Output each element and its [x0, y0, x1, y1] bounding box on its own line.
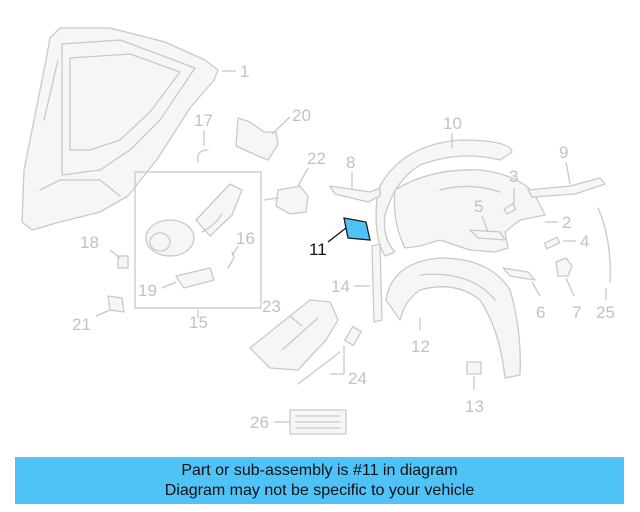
part-10-wheel-arch-trim [375, 139, 513, 257]
callout-22: 22 [307, 149, 326, 168]
part-23-panel [249, 299, 339, 371]
callout-3: 3 [509, 167, 518, 186]
part-15-fuel-door-box [134, 171, 262, 309]
callout-4: 4 [580, 232, 589, 251]
part-5-bracket [469, 229, 506, 241]
callout-6: 6 [536, 303, 545, 322]
callout-13: 13 [465, 397, 484, 416]
part-22-actuator [263, 185, 309, 215]
callout-11: 11 [309, 240, 327, 259]
part-2-fender [393, 169, 546, 253]
callout-21: 21 [72, 315, 91, 334]
callout-1: 1 [240, 62, 249, 81]
part-11-highlighted [343, 217, 371, 241]
part-11-shape [343, 217, 371, 241]
part-18-bolt [117, 255, 129, 269]
part-26-vent [289, 409, 347, 435]
callout-12: 12 [411, 337, 430, 356]
callout-17: 17 [194, 111, 213, 130]
parts-diagram: 1 10 2 3 5 4 6 7 8 [21, 27, 615, 435]
info-banner: Part or sub-assembly is #11 in diagram D… [15, 457, 624, 504]
part-14-strip [371, 243, 383, 323]
callout-8: 8 [346, 153, 355, 172]
callout-2: 2 [562, 213, 571, 232]
callout-24: 24 [348, 369, 367, 388]
callout-16: 16 [236, 229, 255, 248]
callout-14: 14 [331, 277, 350, 296]
callout-5: 5 [474, 197, 483, 216]
part-13-clip [466, 361, 482, 375]
caption-line-2: Diagram may not be specific to your vehi… [164, 482, 475, 499]
part-7-fastener [555, 257, 573, 277]
caption-line-1: Part or sub-assembly is #11 in diagram [181, 462, 458, 479]
part-24-rod [297, 325, 362, 385]
part-8-bracket [329, 185, 381, 203]
callout-20: 20 [292, 106, 311, 125]
part-1-quarter-panel [21, 27, 219, 231]
part-20-bracket [235, 117, 279, 161]
part-6-seal [502, 267, 536, 281]
callout-19: 19 [138, 281, 157, 300]
part-4-clip [543, 236, 561, 250]
part-21-clip [107, 295, 125, 313]
callout-25: 25 [596, 303, 615, 322]
part-25-strip [597, 207, 611, 283]
part-9-rail [527, 177, 606, 198]
callout-15: 15 [189, 313, 208, 332]
part-12-wheel-liner [385, 257, 521, 379]
part-3-clip [503, 203, 517, 215]
callout-23: 23 [262, 297, 281, 316]
callout-18: 18 [80, 233, 99, 252]
callout-9: 9 [559, 143, 568, 162]
callout-26: 26 [250, 413, 269, 432]
callout-7: 7 [572, 303, 581, 322]
part-17-hose [197, 149, 209, 163]
callout-10: 10 [443, 114, 462, 133]
